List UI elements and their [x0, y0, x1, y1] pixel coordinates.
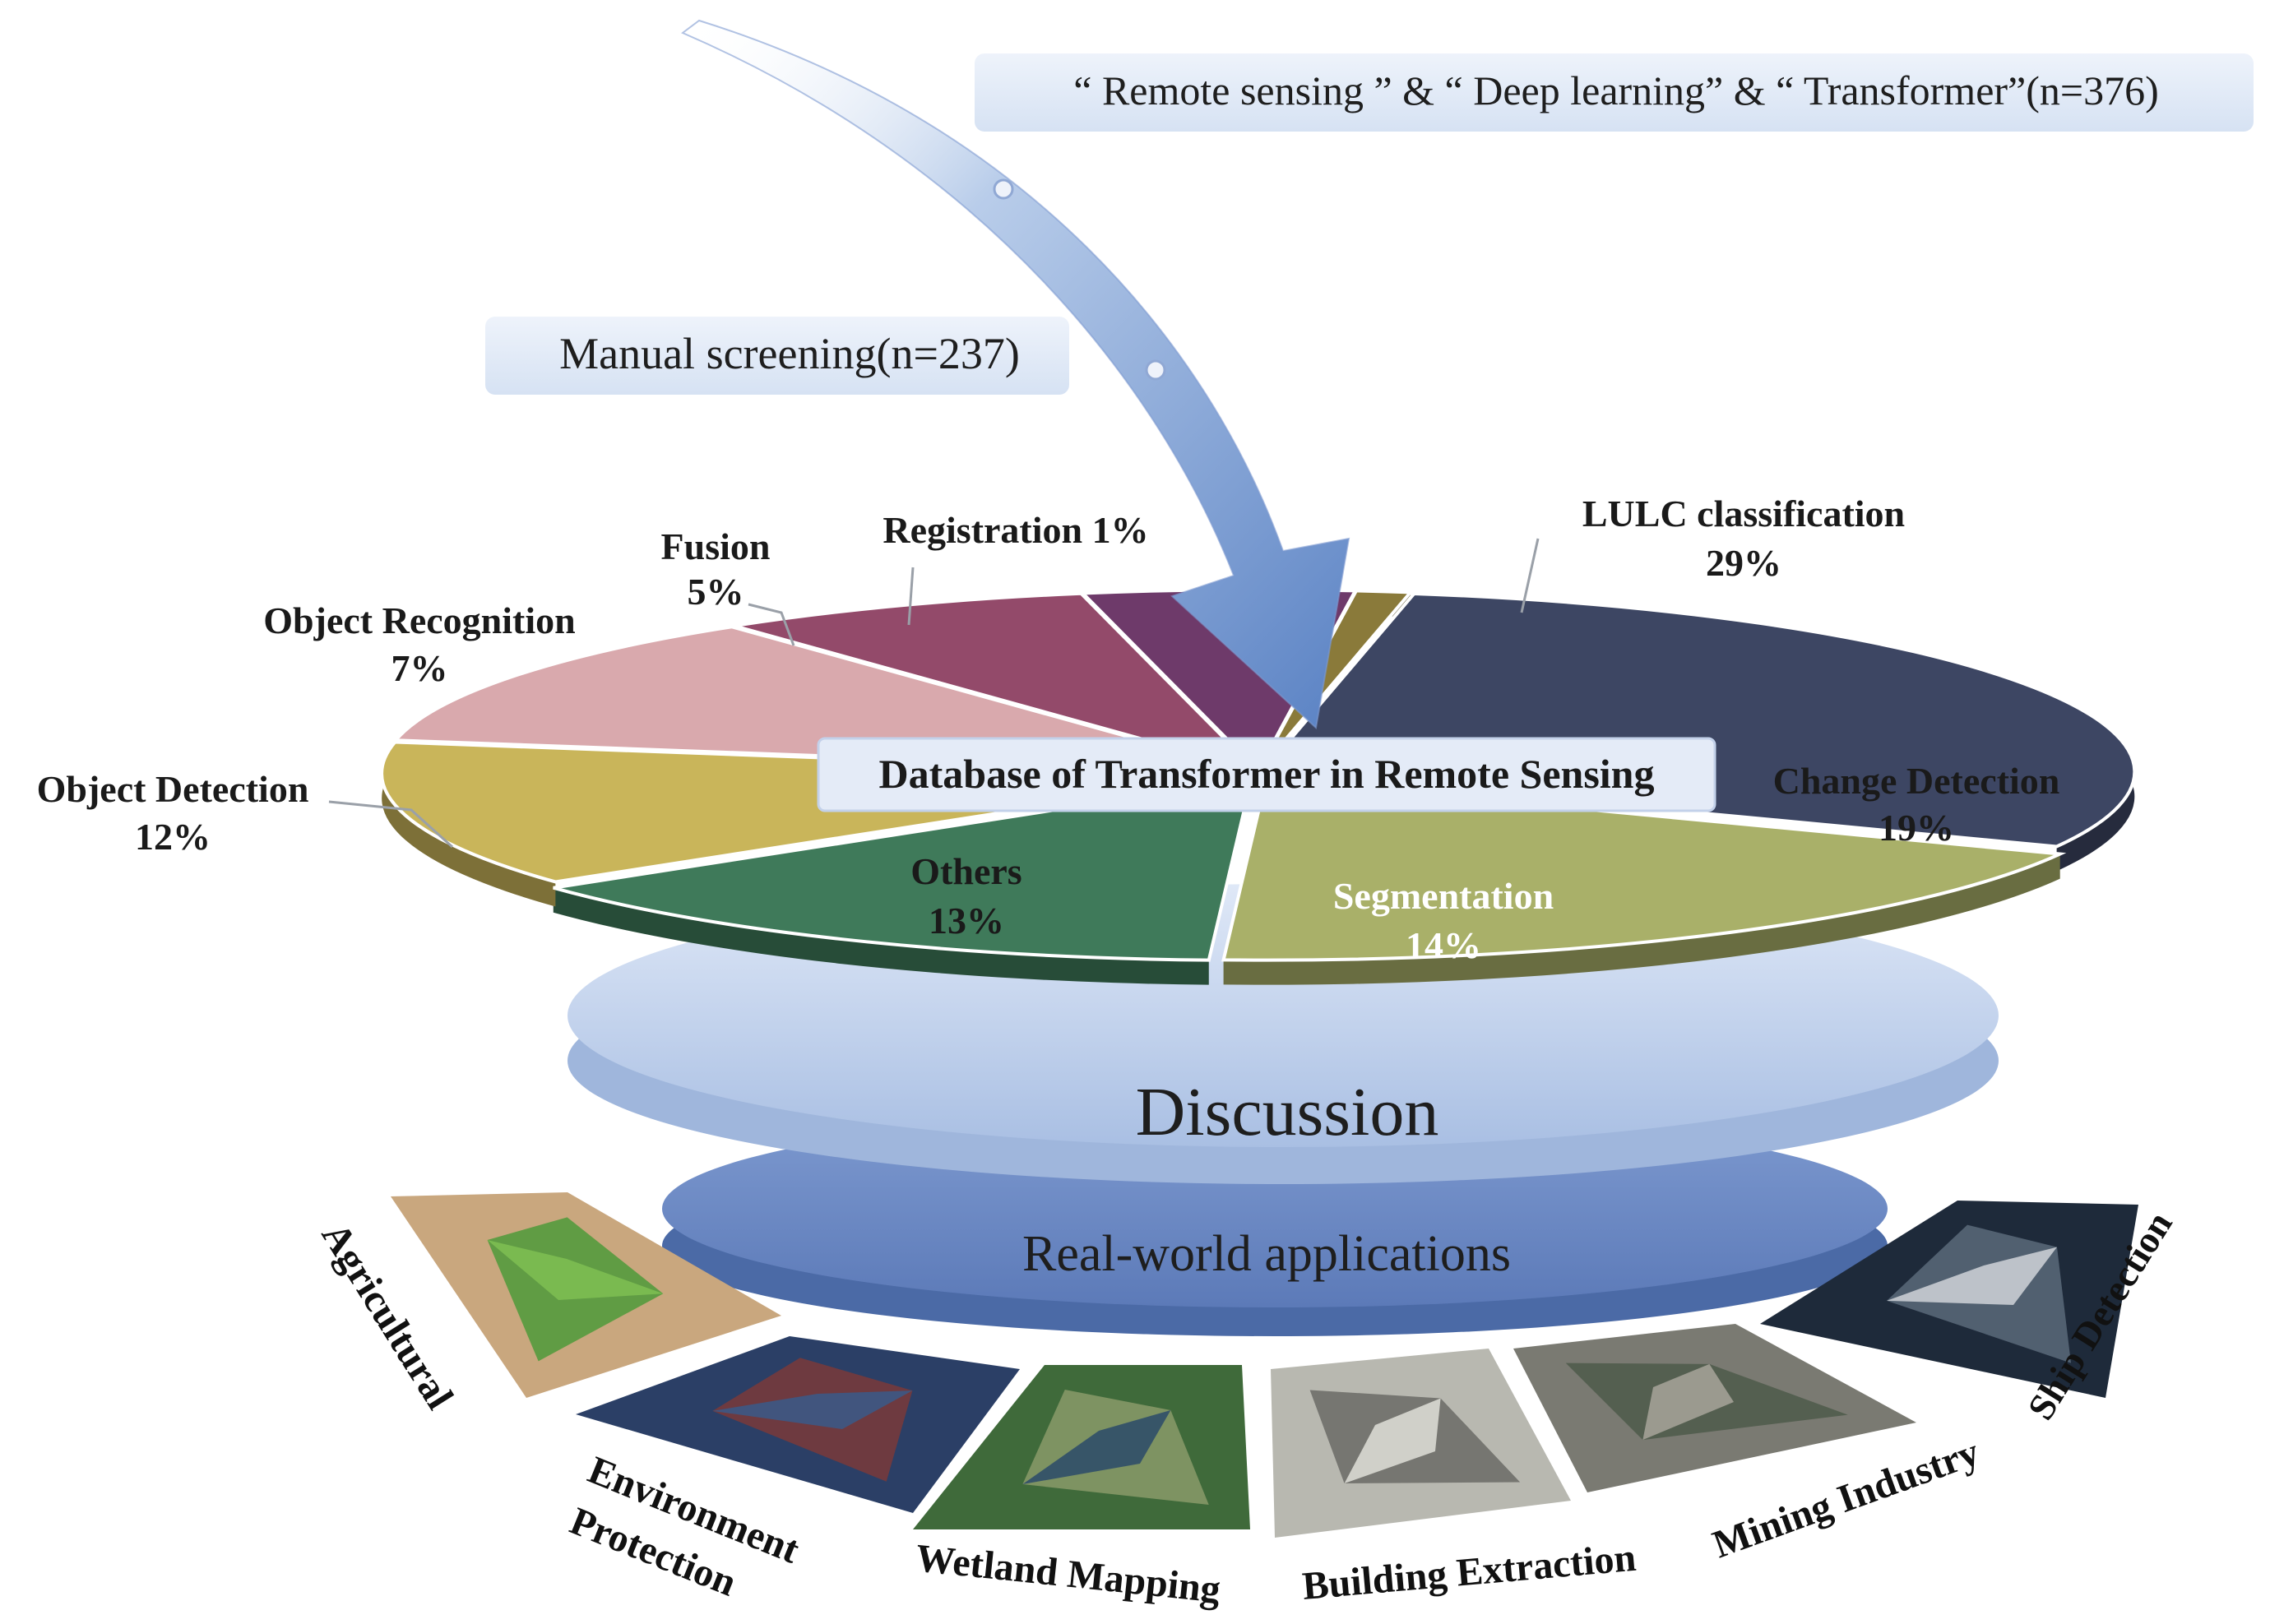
app-label-wetland-mapping: Wetland Mapping: [914, 1536, 1223, 1612]
leader-line-registration: [907, 567, 915, 626]
label-object-recognition: Object Recognition: [263, 599, 575, 641]
app-thumbnail-agricultural: [391, 1192, 781, 1398]
leader-line-fusion: [748, 603, 795, 646]
slice-labels-inside: Change Detection 19% Segmentation 14% Ot…: [910, 760, 2059, 966]
screening-text: Manual screening(n=237): [559, 329, 1020, 378]
app-thumbnail-building-extraction: [1271, 1349, 1571, 1538]
value-fusion: 5%: [688, 571, 744, 613]
arrow-bead-2: [1145, 359, 1166, 381]
value-object-recognition: 7%: [391, 647, 448, 689]
database-label: Database of Transformer in Remote Sensin…: [879, 751, 1655, 797]
leader-lines: [328, 538, 1540, 849]
label-segmentation: Segmentation: [1333, 875, 1554, 917]
pie-slice-segmentation: [553, 777, 1254, 962]
query-text: “ Remote sensing ” & “ Deep learning” & …: [1073, 67, 2158, 113]
screening-box: Manual screening(n=237): [485, 317, 1069, 395]
pie-slice-side-change-detection: [1223, 854, 2060, 985]
discussion-label: Discussion: [1136, 1074, 1439, 1150]
leader-line-lulc: [1520, 538, 1540, 613]
value-others: 13%: [929, 900, 1004, 942]
label-lulc-classification: LULC classification: [1582, 493, 1905, 534]
arrow-bead-1: [993, 178, 1014, 200]
label-object-detection: Object Detection: [37, 768, 309, 810]
value-object-detection: 12%: [135, 816, 211, 858]
app-thumbnail-wetland-mapping: [913, 1365, 1250, 1529]
value-lulc-classification: 29%: [1706, 542, 1781, 584]
pie-chart: [380, 588, 2137, 985]
pie-slice-change-detection: [1221, 777, 2067, 962]
flow-arrow: [681, 19, 1350, 729]
app-thumbnail-mining-industry: [1513, 1324, 1916, 1492]
leader-line-object-detection: [328, 800, 454, 849]
label-fusion: Fusion: [661, 525, 771, 567]
application-thumbnails: [391, 1192, 2138, 1538]
pie-slice-side-segmentation: [553, 887, 1209, 985]
label-registration: Registration 1%: [883, 509, 1148, 551]
label-change-detection: Change Detection: [1773, 760, 2060, 802]
value-change-detection: 19%: [1879, 807, 1954, 849]
app-thumbnail-environment-protection: [576, 1336, 1020, 1513]
database-label-box: Database of Transformer in Remote Sensin…: [817, 737, 1716, 812]
pie-slice-object-recognition: [734, 591, 1262, 775]
app-label-building-extraction: Building Extraction: [1300, 1536, 1638, 1608]
applications-label: Real-world applications: [1022, 1226, 1511, 1282]
slice-labels-outside: LULC classification 29% Registration 1% …: [37, 493, 1906, 858]
pie-slice-object-detection: [391, 625, 1255, 774]
label-others: Others: [910, 850, 1022, 892]
app-thumbnail-ship-detection: [1760, 1201, 2138, 1398]
query-box: “ Remote sensing ” & “ Deep learning” & …: [975, 53, 2254, 132]
value-segmentation: 14%: [1406, 924, 1481, 966]
pie-slice-registration: [1258, 589, 1415, 772]
